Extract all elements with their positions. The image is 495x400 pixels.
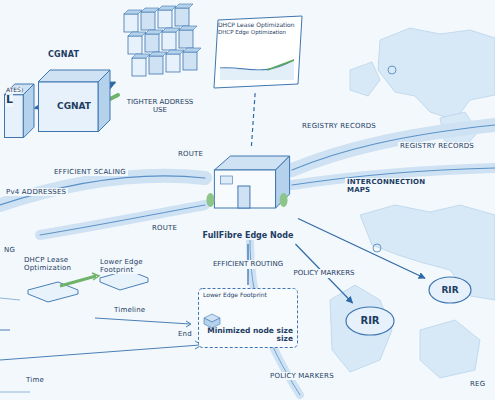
node-text: RIR (360, 315, 379, 327)
annotation-label: Pv4 ADDRESSES (4, 188, 68, 196)
node-text: DHCP Lease Optimization (218, 22, 295, 29)
flow-band (0, 95, 495, 395)
connector (35, 107, 36, 110)
node-text: TIGHTER ADDRESS USE (120, 98, 200, 114)
node-text: Minimized node size size (203, 327, 293, 344)
node-shape (200, 148, 296, 242)
annotation-label: End (176, 330, 194, 338)
annotation-label: ROUTE (176, 150, 205, 158)
annotation-label: DHCP Lease Optimization (22, 256, 74, 272)
node-text: RIR (441, 285, 458, 295)
node-text: DHCP Edge Optimization (218, 29, 286, 35)
annotation-label: NG (2, 246, 17, 254)
annotation-label: REG (468, 380, 487, 388)
connector (251, 91, 255, 146)
annotation-label: CGNAT (46, 50, 81, 59)
annotation-label: Timeline (112, 306, 147, 314)
node-text: FullFibre Edge Node (203, 231, 294, 240)
address-box: ATES)L (4, 84, 34, 138)
node-text: ATES) (6, 87, 23, 94)
dhcp-chart: DHCP Lease OptimizationDHCP Edge Optimiz… (212, 16, 304, 88)
world-map (330, 28, 495, 378)
connector-label: POLICY MARKERS (292, 269, 357, 277)
timeline (0, 270, 202, 392)
node-text: CGNAT (57, 101, 91, 111)
cgnat-box: CGNAT (38, 70, 110, 132)
node-text: Lower Edge Footprint (203, 292, 293, 299)
annotation-label: POLICY MARKERS (268, 372, 336, 380)
annotation-label: REGISTRY RECORDS (398, 142, 476, 150)
annotation-label: EFFICIENT SCALING (52, 168, 128, 176)
node-text: L (6, 94, 13, 107)
edge-node: FullFibre Edge Node (200, 148, 296, 242)
annotation-label: Time (24, 376, 46, 384)
server-stack: TIGHTER ADDRESS USE (118, 8, 202, 116)
connector-label: EFFICIENT ROUTING (211, 260, 285, 268)
rir-marker: RIR (428, 276, 472, 304)
connector (112, 82, 115, 83)
node-box: Lower Edge FootprintMinimized node size … (198, 288, 298, 348)
annotation-label: ROUTE (150, 224, 179, 232)
map-pin (373, 66, 396, 252)
annotation-label: INTERCONNECTION MAPS (345, 178, 429, 194)
annotation-label: REGISTRY RECORDS (300, 122, 378, 130)
annotation-label: Lower Edge Footprint (98, 258, 150, 274)
rir-marker: RIR (345, 306, 395, 336)
